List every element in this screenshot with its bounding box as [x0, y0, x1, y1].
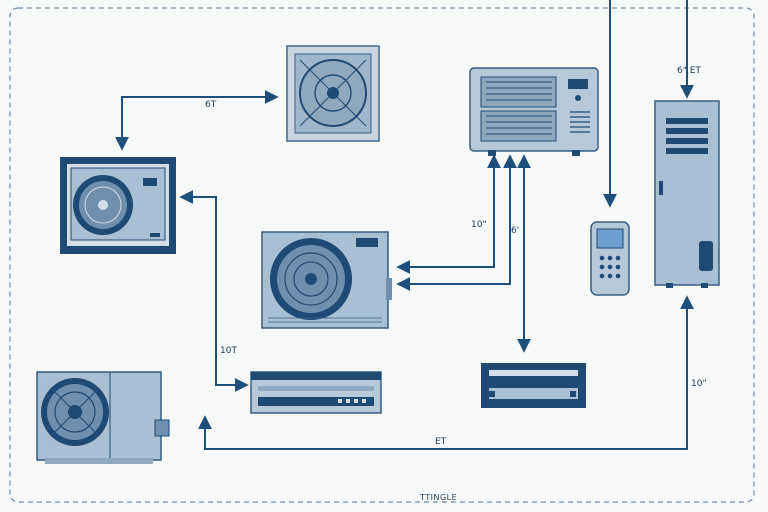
line-fan-to-framed-unit	[115, 90, 279, 151]
dashed-boundary	[9, 7, 755, 503]
footer-label: TTINGLE	[419, 493, 457, 502]
label-bottom-line: ET	[435, 437, 447, 447]
framed-outdoor-unit-icon	[60, 157, 176, 254]
label-right-vertical: 10"	[691, 379, 707, 389]
connector-lines	[115, 0, 694, 450]
line-condenser-to-cabinet	[198, 295, 694, 450]
remote-control-icon	[590, 221, 630, 296]
wall-mounted-unit-icon	[469, 67, 599, 156]
outdoor-condenser-icon	[261, 231, 392, 329]
label-center-vertical-1: 10"	[471, 220, 487, 230]
line-framed-unit-to-vent-strip	[179, 190, 249, 392]
line-wall-unit-to-condenser-2	[396, 154, 517, 291]
line-wall-unit-to-condenser-1	[396, 154, 501, 274]
ceiling-cassette-icon	[481, 363, 586, 408]
label-top-right-pipe: 6" ET	[677, 66, 701, 76]
tall-cabinet-unit-icon	[654, 100, 720, 288]
ceiling-fan-panel-icon	[286, 45, 380, 142]
label-center-vertical-2: 6'	[511, 226, 519, 236]
large-condenser-icon	[36, 371, 170, 464]
wall-vent-strip-icon	[250, 371, 382, 414]
label-left-vertical: 10T	[220, 346, 237, 356]
label-fan-panel-line: 6T	[205, 100, 217, 110]
